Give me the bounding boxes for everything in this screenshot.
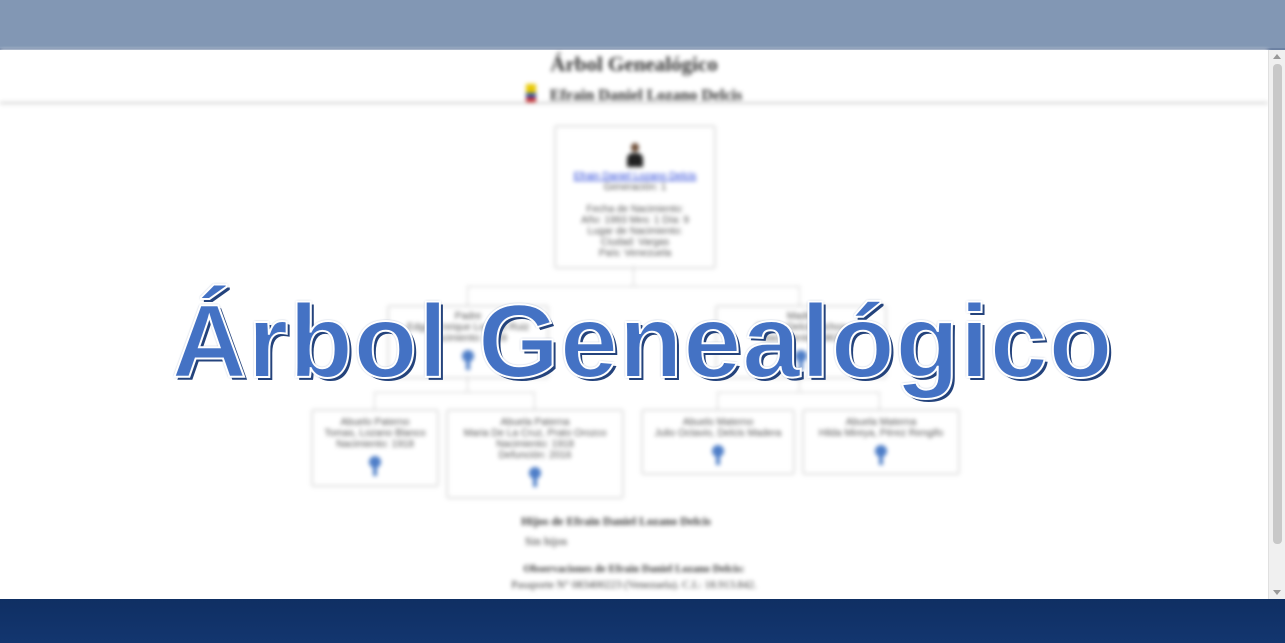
connector-line	[633, 266, 634, 286]
grandparent-role: Abuela Paterna	[500, 417, 570, 428]
observations-heading: Observaciones de Efrain Daniel Lozano De…	[523, 563, 745, 575]
parent-info: Nacimiento: 1959	[429, 333, 507, 344]
birth-place-label: Lugar de Nacimiento:	[587, 226, 683, 237]
parent-card-mother: Madre Gisela Delcis Ochoa Nacimiento: 19…	[716, 306, 886, 378]
page-subtitle: Efrain Daniel Lozano Delcis	[0, 84, 1268, 105]
root-person-link[interactable]: Efrain Daniel Lozano Delcis	[573, 171, 697, 182]
parent-info: Nacimiento: 1963	[762, 333, 840, 344]
root-generation: Generación: 1	[603, 182, 667, 193]
venezuela-flag-icon	[525, 84, 536, 102]
birth-date-label: Fecha de Nacimiento:	[586, 204, 684, 215]
observations-text: Pasaporte N° 083400223 (Venezuela). C.I.…	[511, 579, 757, 591]
genealogy-page: Árbol Genealógico Efrain Daniel Lozano D…	[0, 50, 1268, 599]
parent-role: Padre	[454, 311, 482, 322]
scroll-down-arrow-icon[interactable]	[1273, 590, 1281, 595]
connector-line	[717, 392, 880, 393]
page-title: Árbol Genealógico	[550, 52, 718, 76]
parent-card-father: Padre Edgar Enrique Lozano Ruiz Nacimien…	[388, 306, 548, 378]
header-divider	[0, 102, 1268, 104]
grandparent-card: Abuela Materna Hilda Mireya, Pérez Rengi…	[803, 410, 959, 474]
root-person-card: Efrain Daniel Lozano Delcis Generación: …	[555, 126, 715, 268]
grandparent-name[interactable]: Maria De La Cruz, Prato Orozco	[463, 428, 607, 439]
grandparent-name[interactable]: Hilda Mireya, Pérez Rengifo	[818, 428, 944, 439]
grandparent-role: Abuela Materna	[845, 417, 917, 428]
scrollbar-thumb[interactable]	[1273, 64, 1282, 544]
connector-line	[467, 286, 468, 306]
grandparent-name[interactable]: Tomas, Lozano Blanco	[324, 428, 426, 439]
connector-line	[799, 286, 800, 306]
birth-country: País: Venezuela	[598, 248, 672, 259]
overlay-title: Árbol Genealógico	[171, 283, 1114, 401]
grandparent-info: Defunción: 2016	[498, 450, 572, 461]
observations-section: Observaciones de Efrain Daniel Lozano De…	[0, 563, 1268, 591]
connector-line	[879, 392, 880, 410]
children-section: Hijos de Efrain Daniel Lozano Delcis Sin…	[0, 514, 1268, 549]
subtitle-name: Efrain Daniel Lozano Delcis	[549, 87, 743, 104]
connector-line	[467, 376, 468, 392]
grandparent-info: Nacimiento: 1918	[496, 439, 574, 450]
grandparent-info: Nacimiento: 1918	[336, 439, 414, 450]
grandparent-role: Abuelo Paterno	[340, 417, 410, 428]
connector-line	[374, 392, 375, 410]
grandparent-role: Abuelo Materno	[682, 417, 754, 428]
bottom-banner	[0, 599, 1285, 643]
vertical-scrollbar[interactable]	[1268, 50, 1285, 599]
birth-city: Ciudad: Vargas	[600, 237, 670, 248]
children-text: Sin hijos	[524, 534, 568, 548]
parent-name[interactable]: Edgar Enrique Lozano Ruiz	[406, 322, 530, 333]
grandparent-card: Abuelo Paterno Tomas, Lozano Blanco Naci…	[312, 410, 438, 486]
connector-line	[717, 392, 718, 410]
birth-date: Año: 1993 Mes: 1 Día: 9	[581, 215, 689, 226]
parent-role: Madre	[786, 311, 816, 322]
parent-name[interactable]: Gisela Delcis Ochoa	[755, 322, 847, 333]
family-tree-icon[interactable]	[711, 445, 725, 465]
connector-line	[534, 392, 535, 410]
family-tree-icon[interactable]	[874, 445, 888, 465]
connector-line	[799, 376, 800, 392]
scroll-up-arrow-icon[interactable]	[1273, 54, 1281, 59]
family-tree-icon[interactable]	[368, 456, 382, 476]
family-tree-icon[interactable]	[528, 467, 542, 487]
grandparent-name[interactable]: Julio Octavio, Delcis Madera	[654, 428, 782, 439]
top-banner	[0, 0, 1285, 50]
connector-line	[374, 392, 535, 393]
grandparent-card: Abuela Paterna Maria De La Cruz, Prato O…	[447, 410, 623, 498]
children-heading: Hijos de Efrain Daniel Lozano Delcis	[521, 514, 711, 528]
family-tree-icon[interactable]	[794, 350, 808, 370]
person-photo-icon	[627, 143, 643, 167]
grandparent-card: Abuelo Materno Julio Octavio, Delcis Mad…	[642, 410, 794, 474]
connector-line	[467, 286, 799, 287]
family-tree-icon[interactable]	[461, 350, 475, 370]
